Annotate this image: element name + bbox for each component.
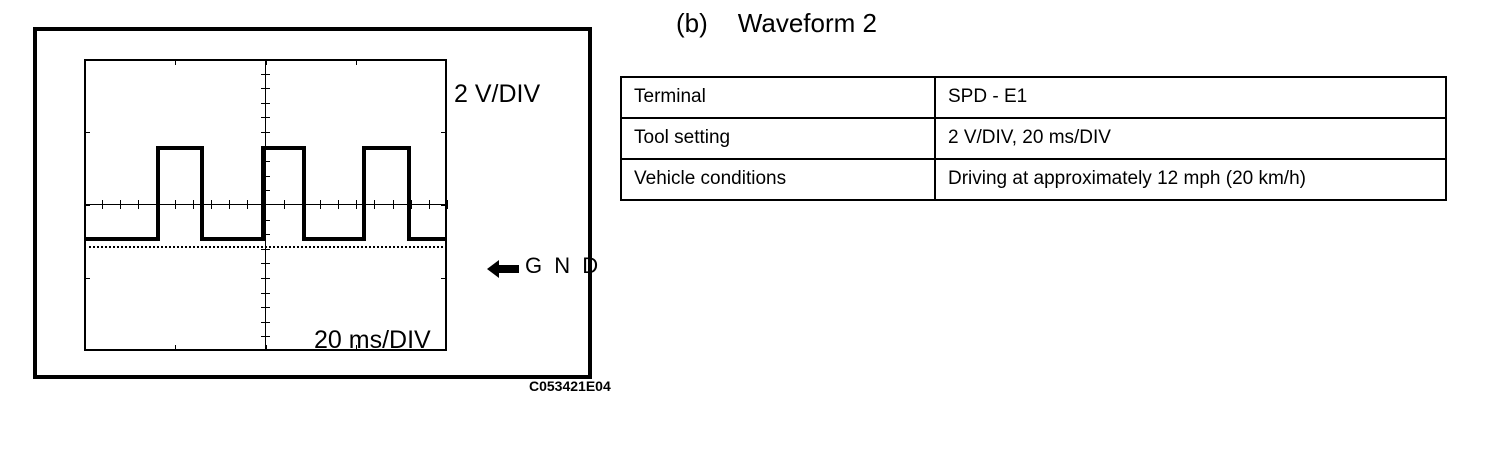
time-scale-label: 20 ms/DIV [314,326,431,354]
scope-minor-tick [284,200,285,209]
table-cell-value: SPD - E1 [934,76,1447,119]
scope-minor-tick [261,249,270,250]
scope-minor-tick [229,200,230,209]
scope-minor-tick [411,200,412,209]
scope-minor-tick [261,263,270,264]
scope-minor-tick [261,176,270,177]
scope-division-tick [441,278,447,279]
scope-division-tick [175,345,176,351]
scope-minor-tick [175,200,176,209]
scope-minor-tick [320,200,321,209]
scope-minor-tick [261,190,270,191]
scope-division-tick [266,345,267,351]
scope-division-tick [356,345,357,351]
waveform-figure-panel: 2 V/DIV 20 ms/DIV G N D C053421E04 [33,27,611,394]
scope-minor-tick [193,200,194,209]
scope-minor-tick [120,200,121,209]
scope-horizontal-axis [84,204,447,205]
scope-minor-tick [102,200,103,209]
ground-reference-line [84,246,447,248]
scope-minor-tick [261,88,270,89]
scope-minor-tick [247,200,248,209]
scope-minor-tick [261,322,270,323]
scope-division-tick [356,59,357,65]
scope-minor-tick [356,200,357,209]
scope-division-tick [84,132,90,133]
scope-minor-tick [261,103,270,104]
table-cell-key: Vehicle conditions [620,158,936,201]
scope-minor-tick [211,200,212,209]
scope-minor-tick [374,200,375,209]
oscilloscope-display [84,59,448,351]
heading-title: Waveform 2 [737,8,877,38]
heading-letter: (b) [676,8,708,38]
table-cell-key: Terminal [620,76,936,119]
scope-minor-tick [261,307,270,308]
scope-division-tick [84,205,90,206]
scope-minor-tick [261,117,270,118]
scope-division-tick [175,59,176,65]
scope-minor-tick [429,200,430,209]
figure-code: C053421E04 [529,378,611,394]
scope-minor-tick [393,200,394,209]
scope-division-tick [441,205,447,206]
table-cell-value: Driving at approximately 12 mph (20 km/h… [934,158,1447,201]
waveform-trace [84,146,447,241]
scope-minor-tick [261,293,270,294]
scope-minor-tick [447,200,448,209]
table-cell-value: 2 V/DIV, 20 ms/DIV [934,117,1447,160]
scope-minor-tick [261,234,270,235]
scope-division-tick [441,132,447,133]
scope-minor-tick [138,200,139,209]
table-cell-key: Tool setting [620,117,936,160]
scope-minor-tick [261,132,270,133]
scope-division-tick [84,278,90,279]
ground-label: G N D [525,253,602,278]
scope-minor-tick [338,200,339,209]
vertical-scale-label: 2 V/DIV [454,80,541,108]
scope-minor-tick [261,336,270,337]
scope-vertical-axis [265,59,266,351]
scope-minor-tick [261,278,270,279]
scope-minor-tick [261,74,270,75]
scope-division-tick [266,59,267,65]
scope-minor-tick [261,220,270,221]
section-heading: (b) Waveform 2 [676,8,877,39]
scope-minor-tick [261,161,270,162]
left-arrow-icon [487,260,519,278]
